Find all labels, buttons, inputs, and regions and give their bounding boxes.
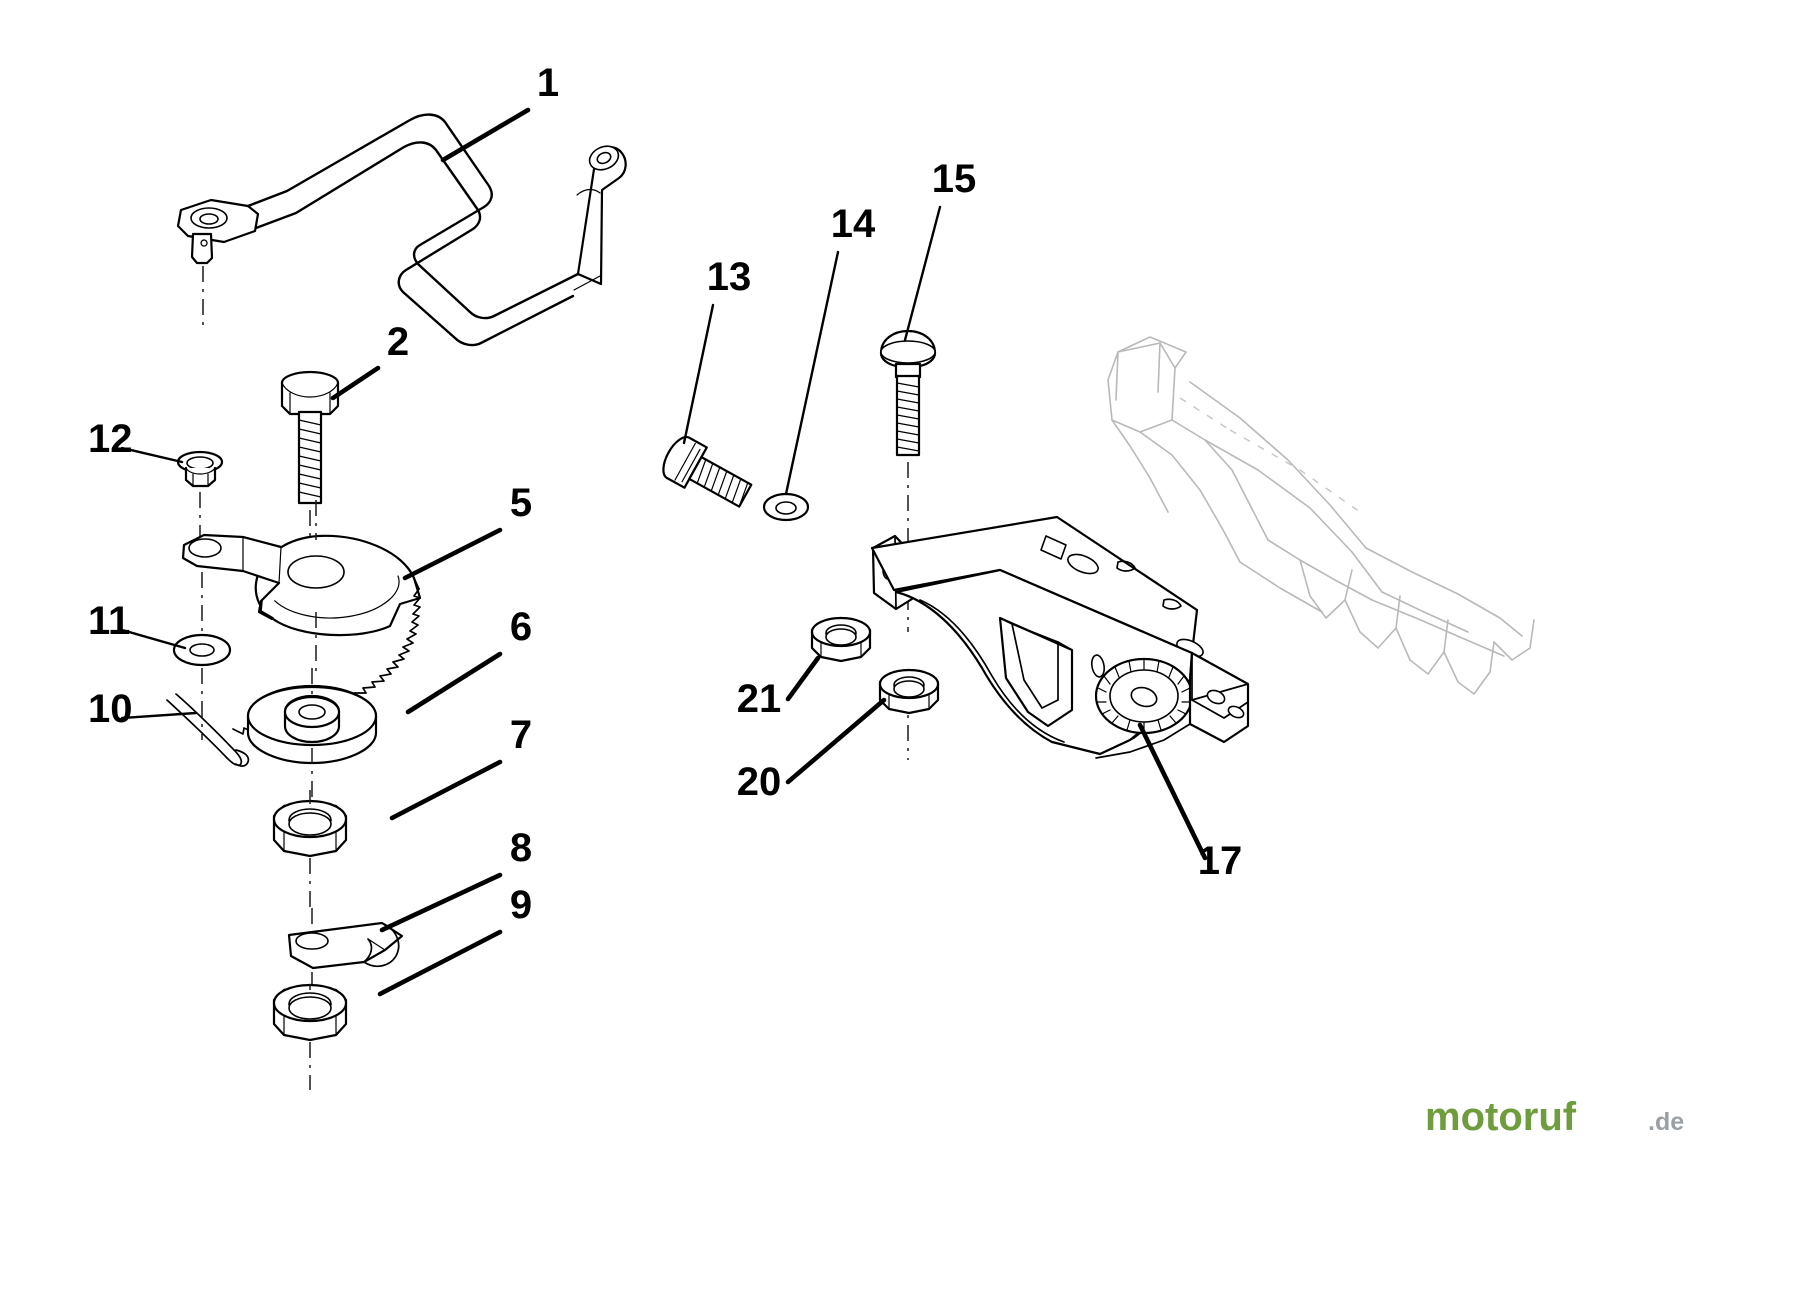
callout-6: 6: [510, 605, 532, 649]
part-lift-rod: [176, 113, 627, 347]
callout-11: 11: [88, 599, 130, 643]
part-flat-washer-small: [762, 492, 810, 522]
part-retainer-clip: [287, 908, 404, 990]
part-hex-nut-lower: [272, 983, 348, 1090]
part-hex-bolt: [280, 370, 340, 545]
callout-8: 8: [510, 826, 532, 870]
watermark: motoruf .de: [1425, 1095, 1684, 1139]
ghost-assembly: [1107, 336, 1535, 695]
callout-2: 2: [387, 320, 409, 364]
watermark-name: motoruf: [1425, 1095, 1577, 1139]
knurl-ticks: [1096, 658, 1192, 734]
callout-9: 9: [510, 883, 532, 927]
watermark-suffix: .de: [1648, 1108, 1684, 1136]
part-hex-nut-upper: [272, 790, 348, 910]
part-cotter-pin: [166, 693, 250, 767]
part-hex-bolt-small: [662, 435, 753, 508]
callout-17: 17: [1198, 839, 1243, 883]
part-lock-nut-upper: [810, 616, 872, 663]
callout-7: 7: [510, 713, 532, 757]
part-carriage-bolt: [879, 329, 937, 760]
leader-lines: [120, 107, 1208, 997]
thread-turns: [298, 419, 322, 498]
part-flat-washer: [172, 572, 232, 740]
callout-20: 20: [737, 760, 782, 804]
callout-1: 1: [537, 61, 559, 105]
callout-5: 5: [510, 481, 532, 525]
callout-12: 12: [88, 417, 133, 461]
callout-14: 14: [831, 202, 876, 246]
part-sector-gear-bracket: [181, 500, 422, 735]
part-flange-nut: [176, 450, 224, 540]
callout-15: 15: [932, 157, 977, 201]
part-lift-bracket: [870, 515, 1250, 759]
callout-numbers: 1 2 5 6 7 8 9 10 11 12 13 14 15 17 20 21: [88, 61, 1242, 927]
callout-21: 21: [737, 677, 782, 721]
part-pulley: [246, 668, 378, 802]
callout-10: 10: [88, 687, 133, 731]
part-lock-nut-lower: [878, 668, 940, 715]
callout-13: 13: [707, 255, 752, 299]
